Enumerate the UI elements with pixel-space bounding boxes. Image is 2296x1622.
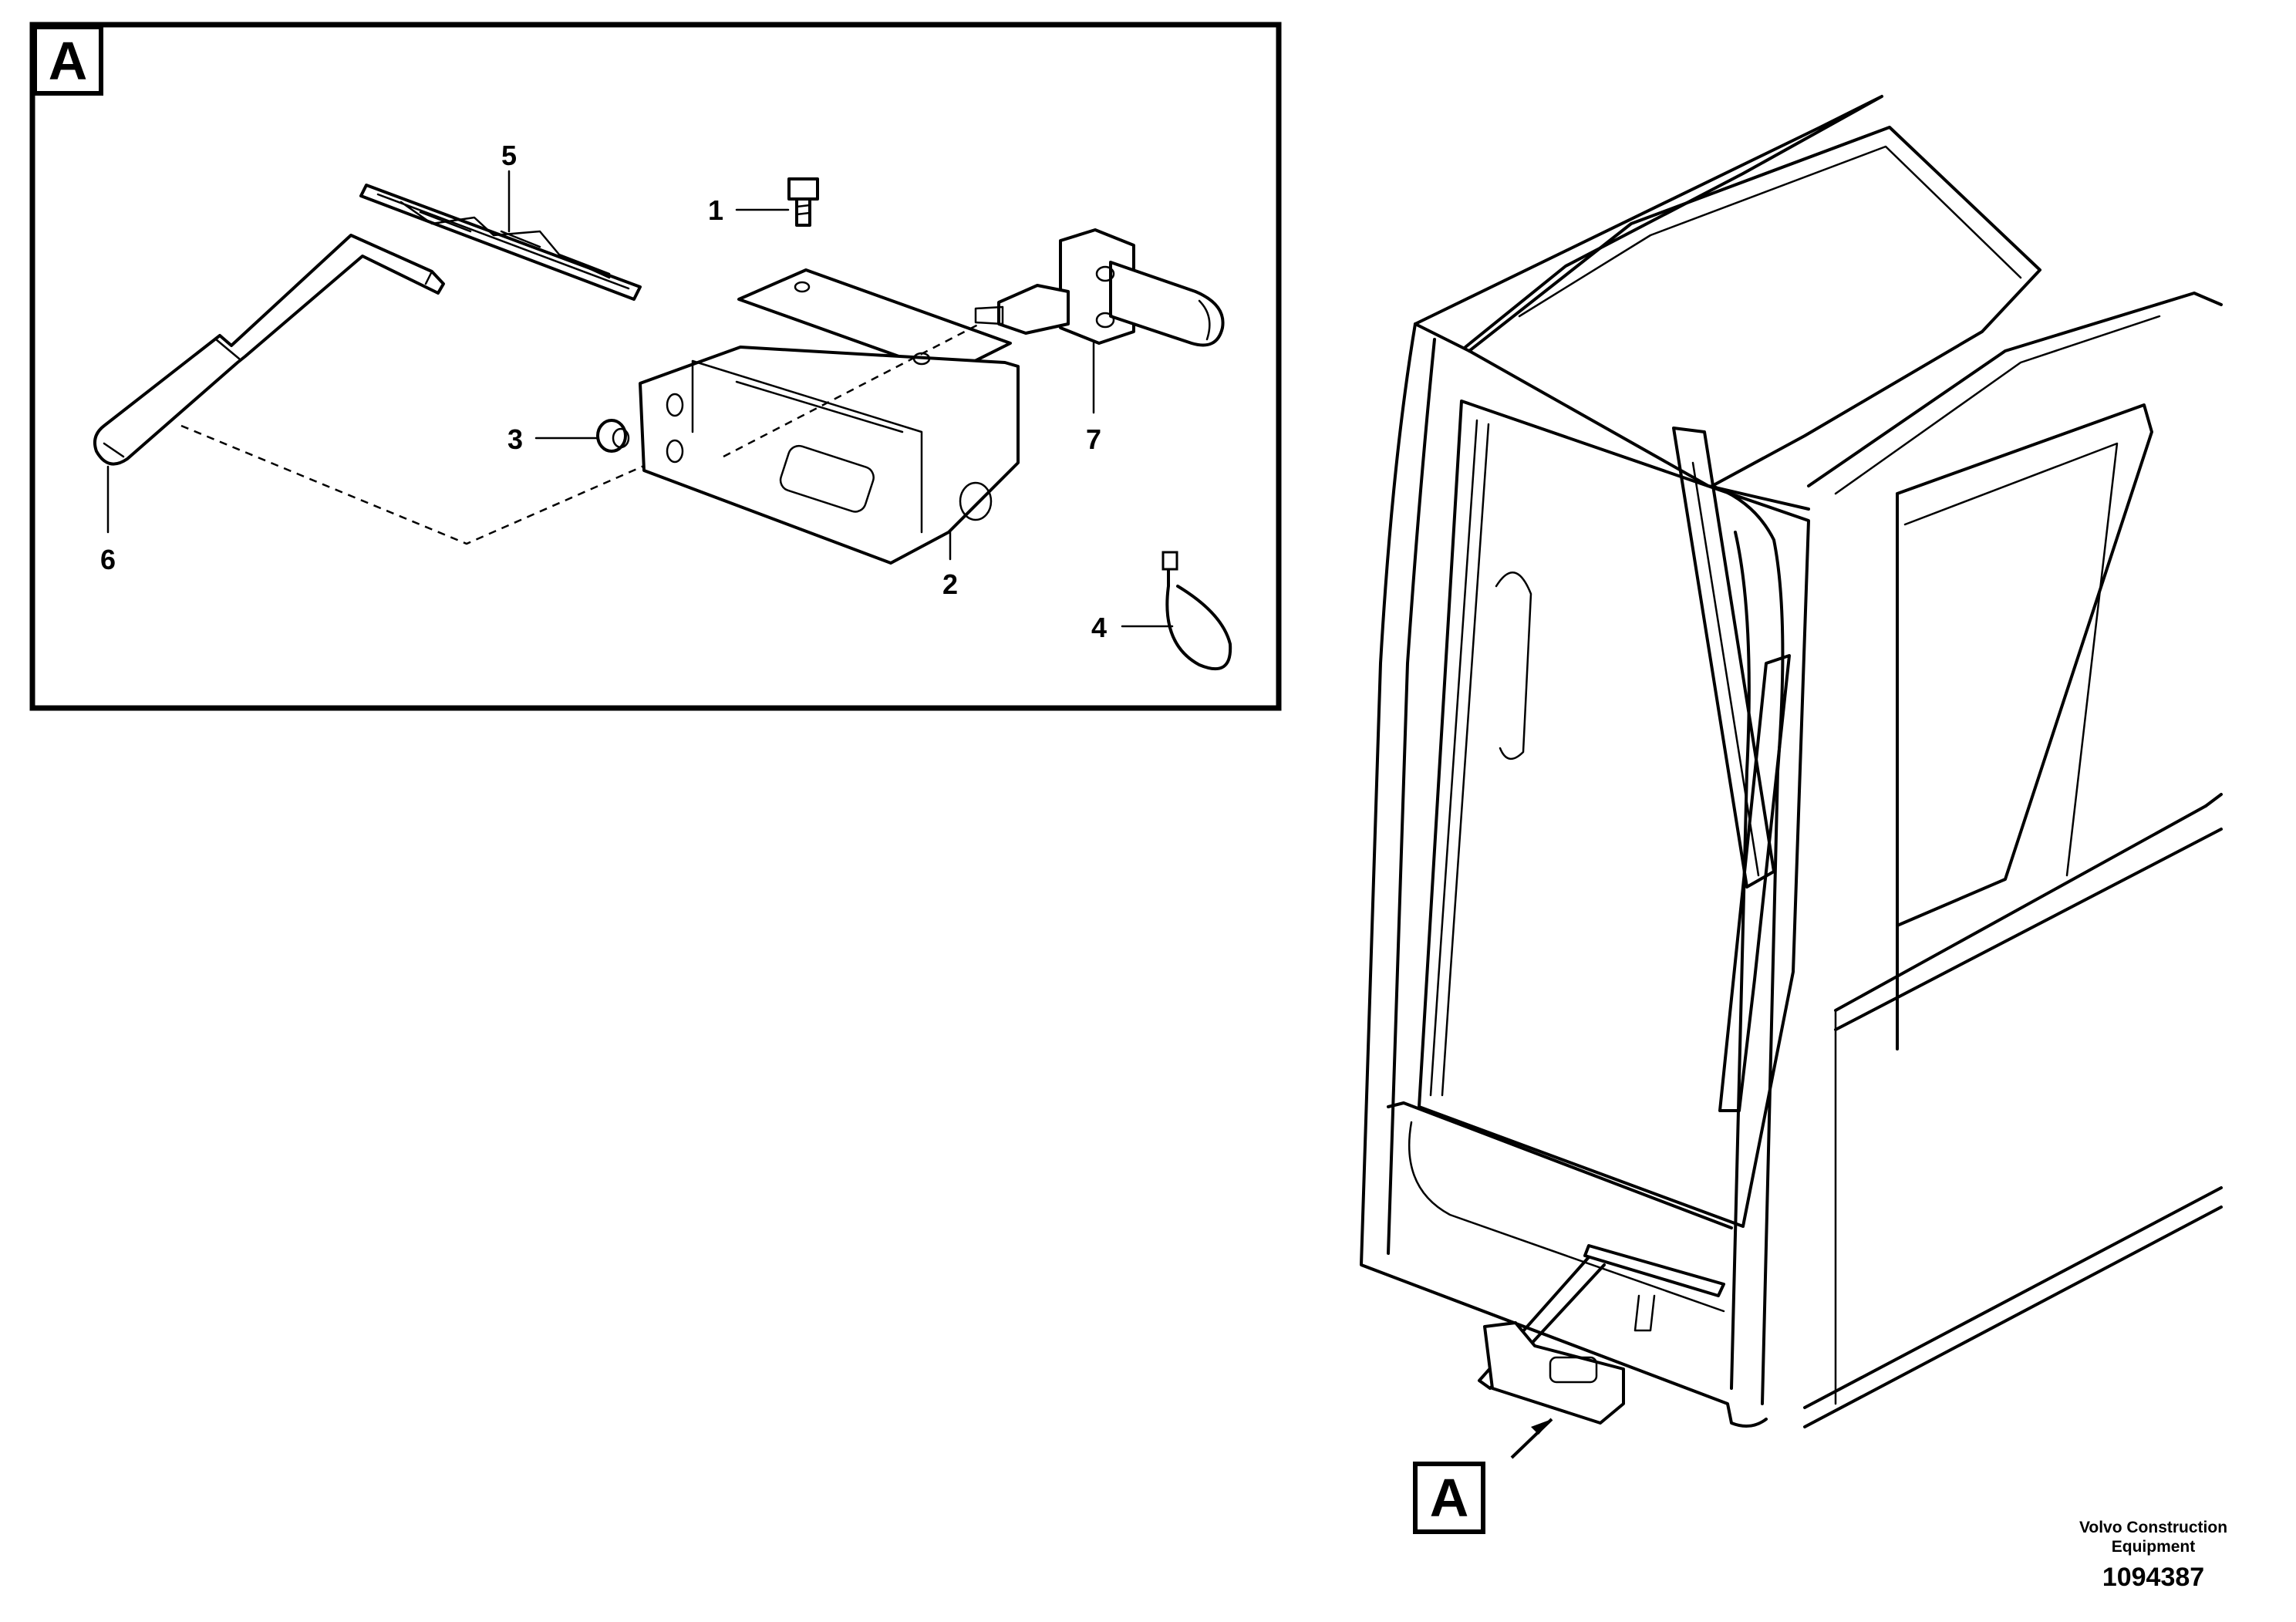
drawing-number: 1094387 <box>2102 1563 2205 1592</box>
cable-tie-part <box>1161 551 1232 670</box>
wiper-motor-part <box>974 228 1225 347</box>
detail-label-cab: A <box>1430 1468 1469 1528</box>
callout-7: 7 <box>1086 423 1101 455</box>
callout-5: 5 <box>501 140 517 171</box>
callout-4: 4 <box>1091 612 1107 643</box>
detail-label-top: A <box>49 31 88 91</box>
wiper-arm-part <box>93 234 722 545</box>
callout-2: 2 <box>942 568 958 600</box>
detail-label-box-cab <box>1413 1462 1485 1534</box>
cab-overview <box>1360 95 2223 1459</box>
callout-3: 3 <box>507 423 523 455</box>
wiper-blade-part <box>359 184 642 301</box>
detail-a-inset: A <box>29 22 1282 711</box>
detail-label-box <box>32 25 103 96</box>
nut-part <box>596 419 630 453</box>
callout-1: 1 <box>708 194 723 226</box>
bracket-part <box>639 268 1020 565</box>
manufacturer-label: Volvo Construction Equipment <box>2079 1519 2228 1556</box>
detail-frame <box>29 22 1282 711</box>
callout-leaders <box>106 170 1174 628</box>
callout-6: 6 <box>100 544 116 575</box>
bolt-part <box>787 177 819 227</box>
